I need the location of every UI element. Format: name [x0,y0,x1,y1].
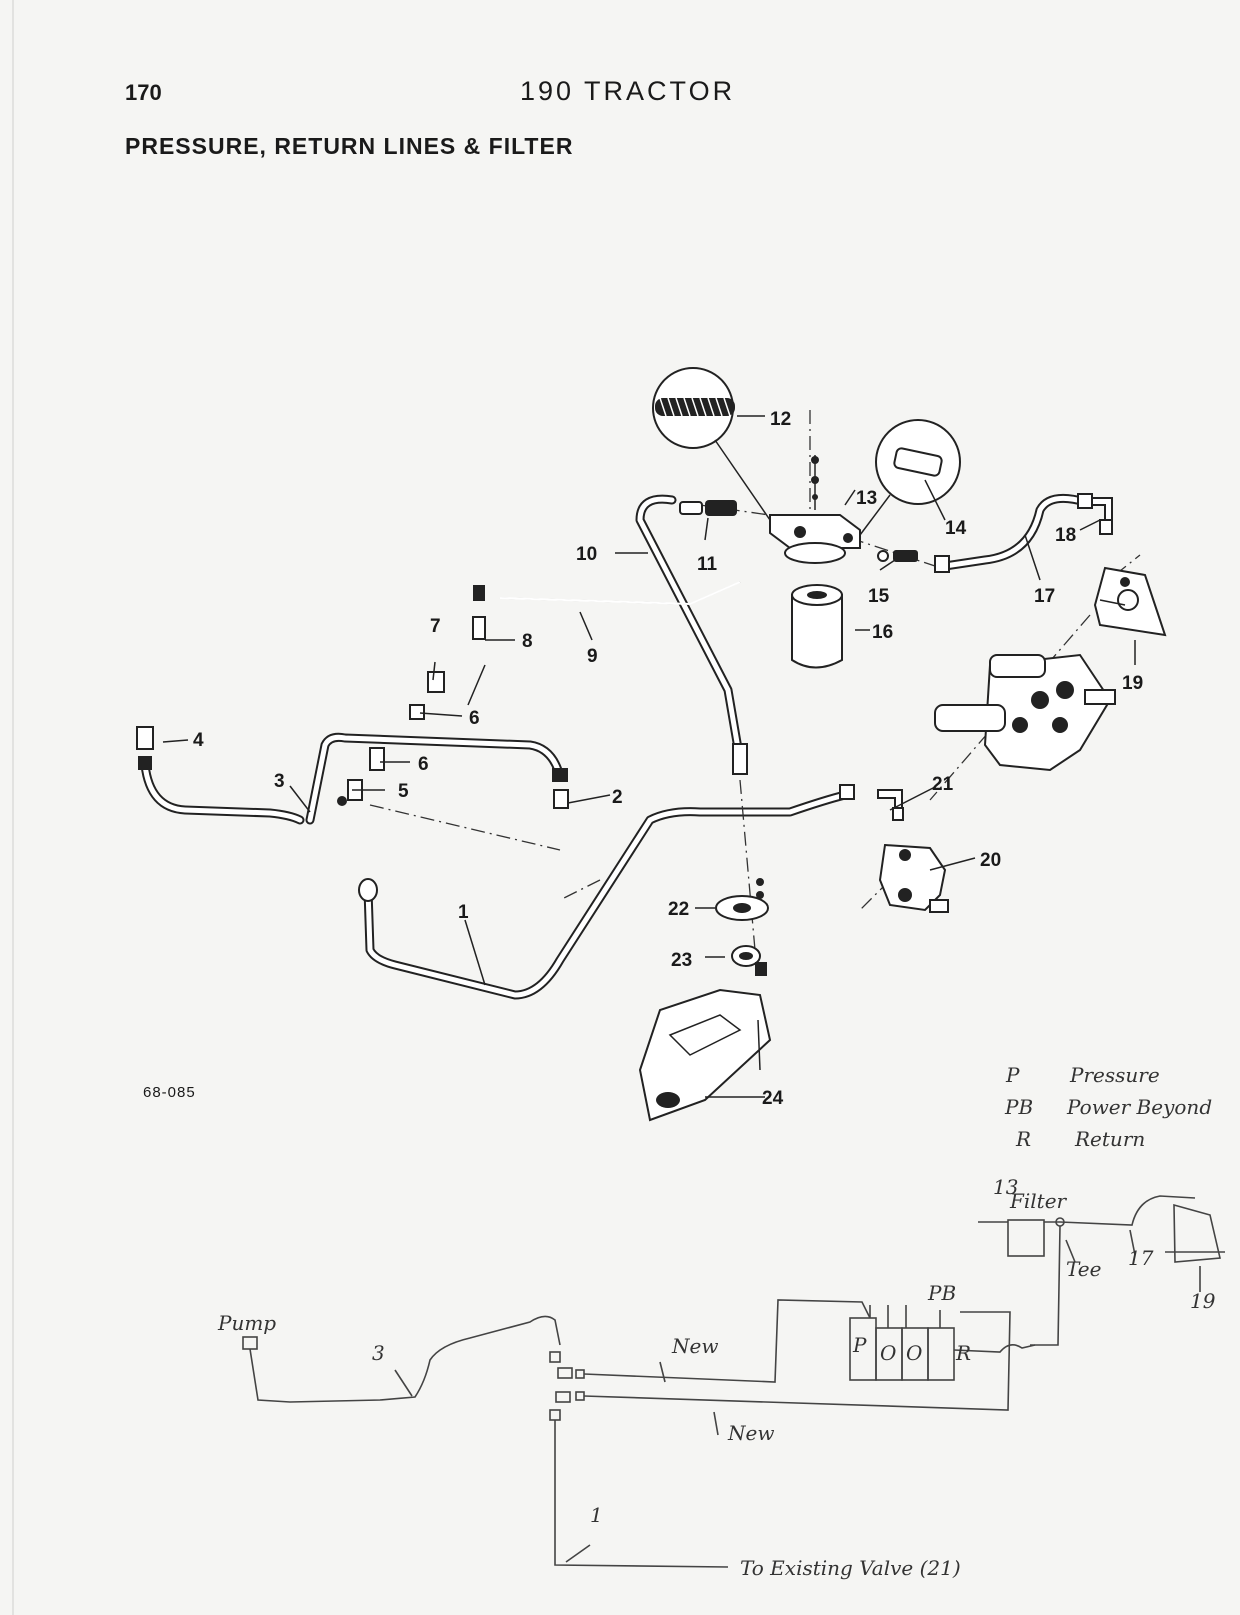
callout-9: 9 [587,646,598,667]
callout-1: 1 [458,902,469,923]
sketch-port-o2: O [906,1341,922,1365]
valve-20 [878,843,949,913]
figure-id: 68-085 [143,1084,196,1101]
legend-code-p: P [1005,1063,1020,1087]
sketch-existing-valve: To Existing Valve (21) [740,1556,961,1580]
elbow-18 [1089,497,1113,535]
pipe-17 [940,493,1090,571]
handwritten-sketch: 13 Filter Tee 17 19 Pump 3 New New PB P … [217,1175,1225,1580]
callout-19: 19 [1122,673,1143,694]
legend-label-pressure: Pressure [1069,1063,1160,1087]
legend-label-return: Return [1074,1127,1145,1151]
sketch-part-19: 19 [1190,1289,1216,1313]
callout-12: 12 [770,409,791,430]
callout-22: 22 [668,899,689,920]
spring-detail-12 [652,367,771,521]
callout-24: 24 [762,1088,784,1109]
page-edge [12,0,14,1615]
housing-24 [638,988,772,1122]
callout-6a: 6 [418,754,429,775]
callout-4: 4 [193,730,204,751]
valve-detail-14 [859,419,961,536]
pipe-3 [140,760,305,825]
gasket-22 [715,878,769,921]
legend-code-pb: PB [1004,1095,1033,1119]
callout-15: 15 [868,586,890,607]
pipe-9 [499,581,741,606]
page-title: 190 TRACTOR [520,76,736,106]
callout-11: 11 [697,554,718,575]
callout-6b: 6 [469,708,480,729]
sketch-port-o1: O [880,1341,896,1365]
sketch-line-17: 17 [1128,1246,1154,1270]
callout-10: 10 [576,544,597,565]
legend-label-power-beyond: Power Beyond [1066,1095,1212,1119]
callout-18: 18 [1055,525,1076,546]
callout-17: 17 [1034,586,1055,607]
sketch-line-1: 1 [590,1503,603,1527]
pipe-1 [363,790,850,1000]
legend-code-r: R [1015,1127,1031,1151]
callout-20: 20 [980,850,1001,871]
control-valve-block [934,653,1116,772]
callout-13: 13 [856,488,877,509]
sketch-line-3: 3 [372,1341,385,1365]
fitting-15 [877,550,918,562]
sketch-pb-label: PB [927,1281,956,1305]
handwritten-legend: P Pressure PB Power Beyond R Return [1004,1063,1212,1151]
sketch-tee-label: Tee [1066,1257,1101,1281]
seal-23 [731,945,767,976]
callout-7: 7 [430,616,441,637]
pipe-10 [635,494,745,765]
callout-16: 16 [872,622,893,643]
sketch-filter-number: 13 [993,1175,1018,1199]
filter-head-13 [769,455,861,564]
callout-14: 14 [945,518,967,539]
callout-21: 21 [932,774,954,795]
end-fittings [136,493,1093,902]
sketch-port-p: P [852,1333,867,1357]
fitting-11 [679,500,737,516]
section-subtitle: PRESSURE, RETURN LINES & FILTER [125,133,574,159]
leader-lines [162,415,1136,1098]
sketch-new-label-1: New [671,1334,718,1358]
callout-5: 5 [398,781,409,802]
sketch-port-r: R [955,1341,971,1365]
sketch-new-label-2: New [727,1421,774,1445]
callout-numbers: 1 2 3 4 5 6 6 7 8 9 10 11 12 13 14 15 16… [193,409,1143,1109]
callout-23: 23 [671,950,692,971]
callout-3: 3 [274,771,285,792]
clips-5-8 [337,585,486,806]
sketch-pump-label: Pump [217,1311,276,1335]
page-number: 170 [125,80,162,105]
filter-element-16 [791,584,843,669]
callout-2: 2 [612,787,623,808]
pipe-2 [305,732,563,825]
sketch-filter-label: Filter [1009,1189,1068,1213]
cover-19 [1093,566,1167,637]
callout-8: 8 [522,631,533,652]
